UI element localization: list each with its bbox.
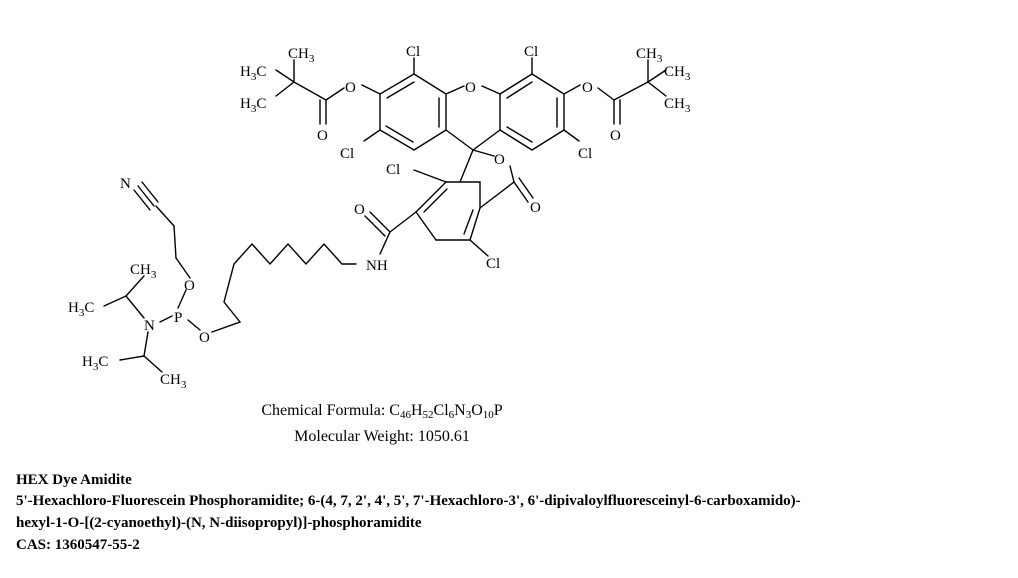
mw-label: Molecular Weight: — [294, 428, 418, 445]
synonyms-line: hexyl-1-O-[(2-cyanoethyl)-(N, N-diisopro… — [16, 515, 422, 531]
methyl-label: H3C — [240, 96, 266, 115]
p-atom-label: P — [174, 310, 182, 326]
lower-benzene-ring — [415, 181, 481, 241]
molecular-weight: Molecular Weight: 1050.61 — [0, 428, 764, 446]
cl-atom-label: Cl — [578, 146, 592, 162]
n-atom-label: N — [120, 176, 131, 192]
methyl-label: H3C — [82, 354, 108, 373]
synonyms-line: 5'-Hexachloro-Fluorescein Phosphoramidit… — [16, 493, 801, 509]
cas-number: CAS: 1360547-55-2 — [16, 537, 140, 553]
xanthene-left-ring — [379, 73, 447, 151]
cl-atom-label: Cl — [486, 256, 500, 272]
o-atom-label: O — [317, 128, 328, 144]
xanthene-central-ring — [445, 85, 501, 151]
o-atom-label: O — [354, 202, 365, 218]
chemical-structure: Cl Cl Cl Cl Cl Cl O O O O O O O O NH N O… — [68, 44, 691, 391]
o-atom-label: O — [345, 80, 356, 96]
formula-label: Chemical Formula: — [261, 402, 390, 419]
formula-value: C46H52Cl6N3O10P — [389, 402, 503, 421]
n-atom-label: N — [144, 318, 155, 334]
o-atom-label: O — [465, 80, 476, 96]
xanthene-right-ring — [499, 73, 565, 151]
methyl-label: CH3 — [636, 46, 663, 65]
cl-atom-label: Cl — [406, 44, 420, 60]
methyl-label: CH3 — [664, 64, 691, 83]
product-title: HEX Dye Amidite — [16, 472, 132, 488]
mw-value: 1050.61 — [417, 428, 470, 445]
methyl-label: CH3 — [130, 262, 157, 281]
methyl-label: CH3 — [664, 96, 691, 115]
o-atom-label: O — [199, 330, 210, 346]
o-atom-label: O — [530, 200, 541, 216]
chemical-formula: Chemical Formula: C46H52Cl6N3O10P — [0, 402, 764, 421]
methyl-label: CH3 — [288, 46, 315, 65]
cl-atom-label: Cl — [340, 146, 354, 162]
o-atom-label: O — [494, 152, 505, 168]
o-atom-label: O — [582, 80, 593, 96]
cl-atom-label: Cl — [524, 44, 538, 60]
methyl-label: H3C — [240, 64, 266, 83]
cl-atom-label: Cl — [386, 162, 400, 178]
methyl-label: H3C — [68, 300, 94, 319]
methyl-label: CH3 — [160, 372, 187, 391]
o-atom-label: O — [610, 128, 621, 144]
o-atom-label: O — [184, 278, 195, 294]
nh-atom-label: NH — [366, 258, 388, 274]
